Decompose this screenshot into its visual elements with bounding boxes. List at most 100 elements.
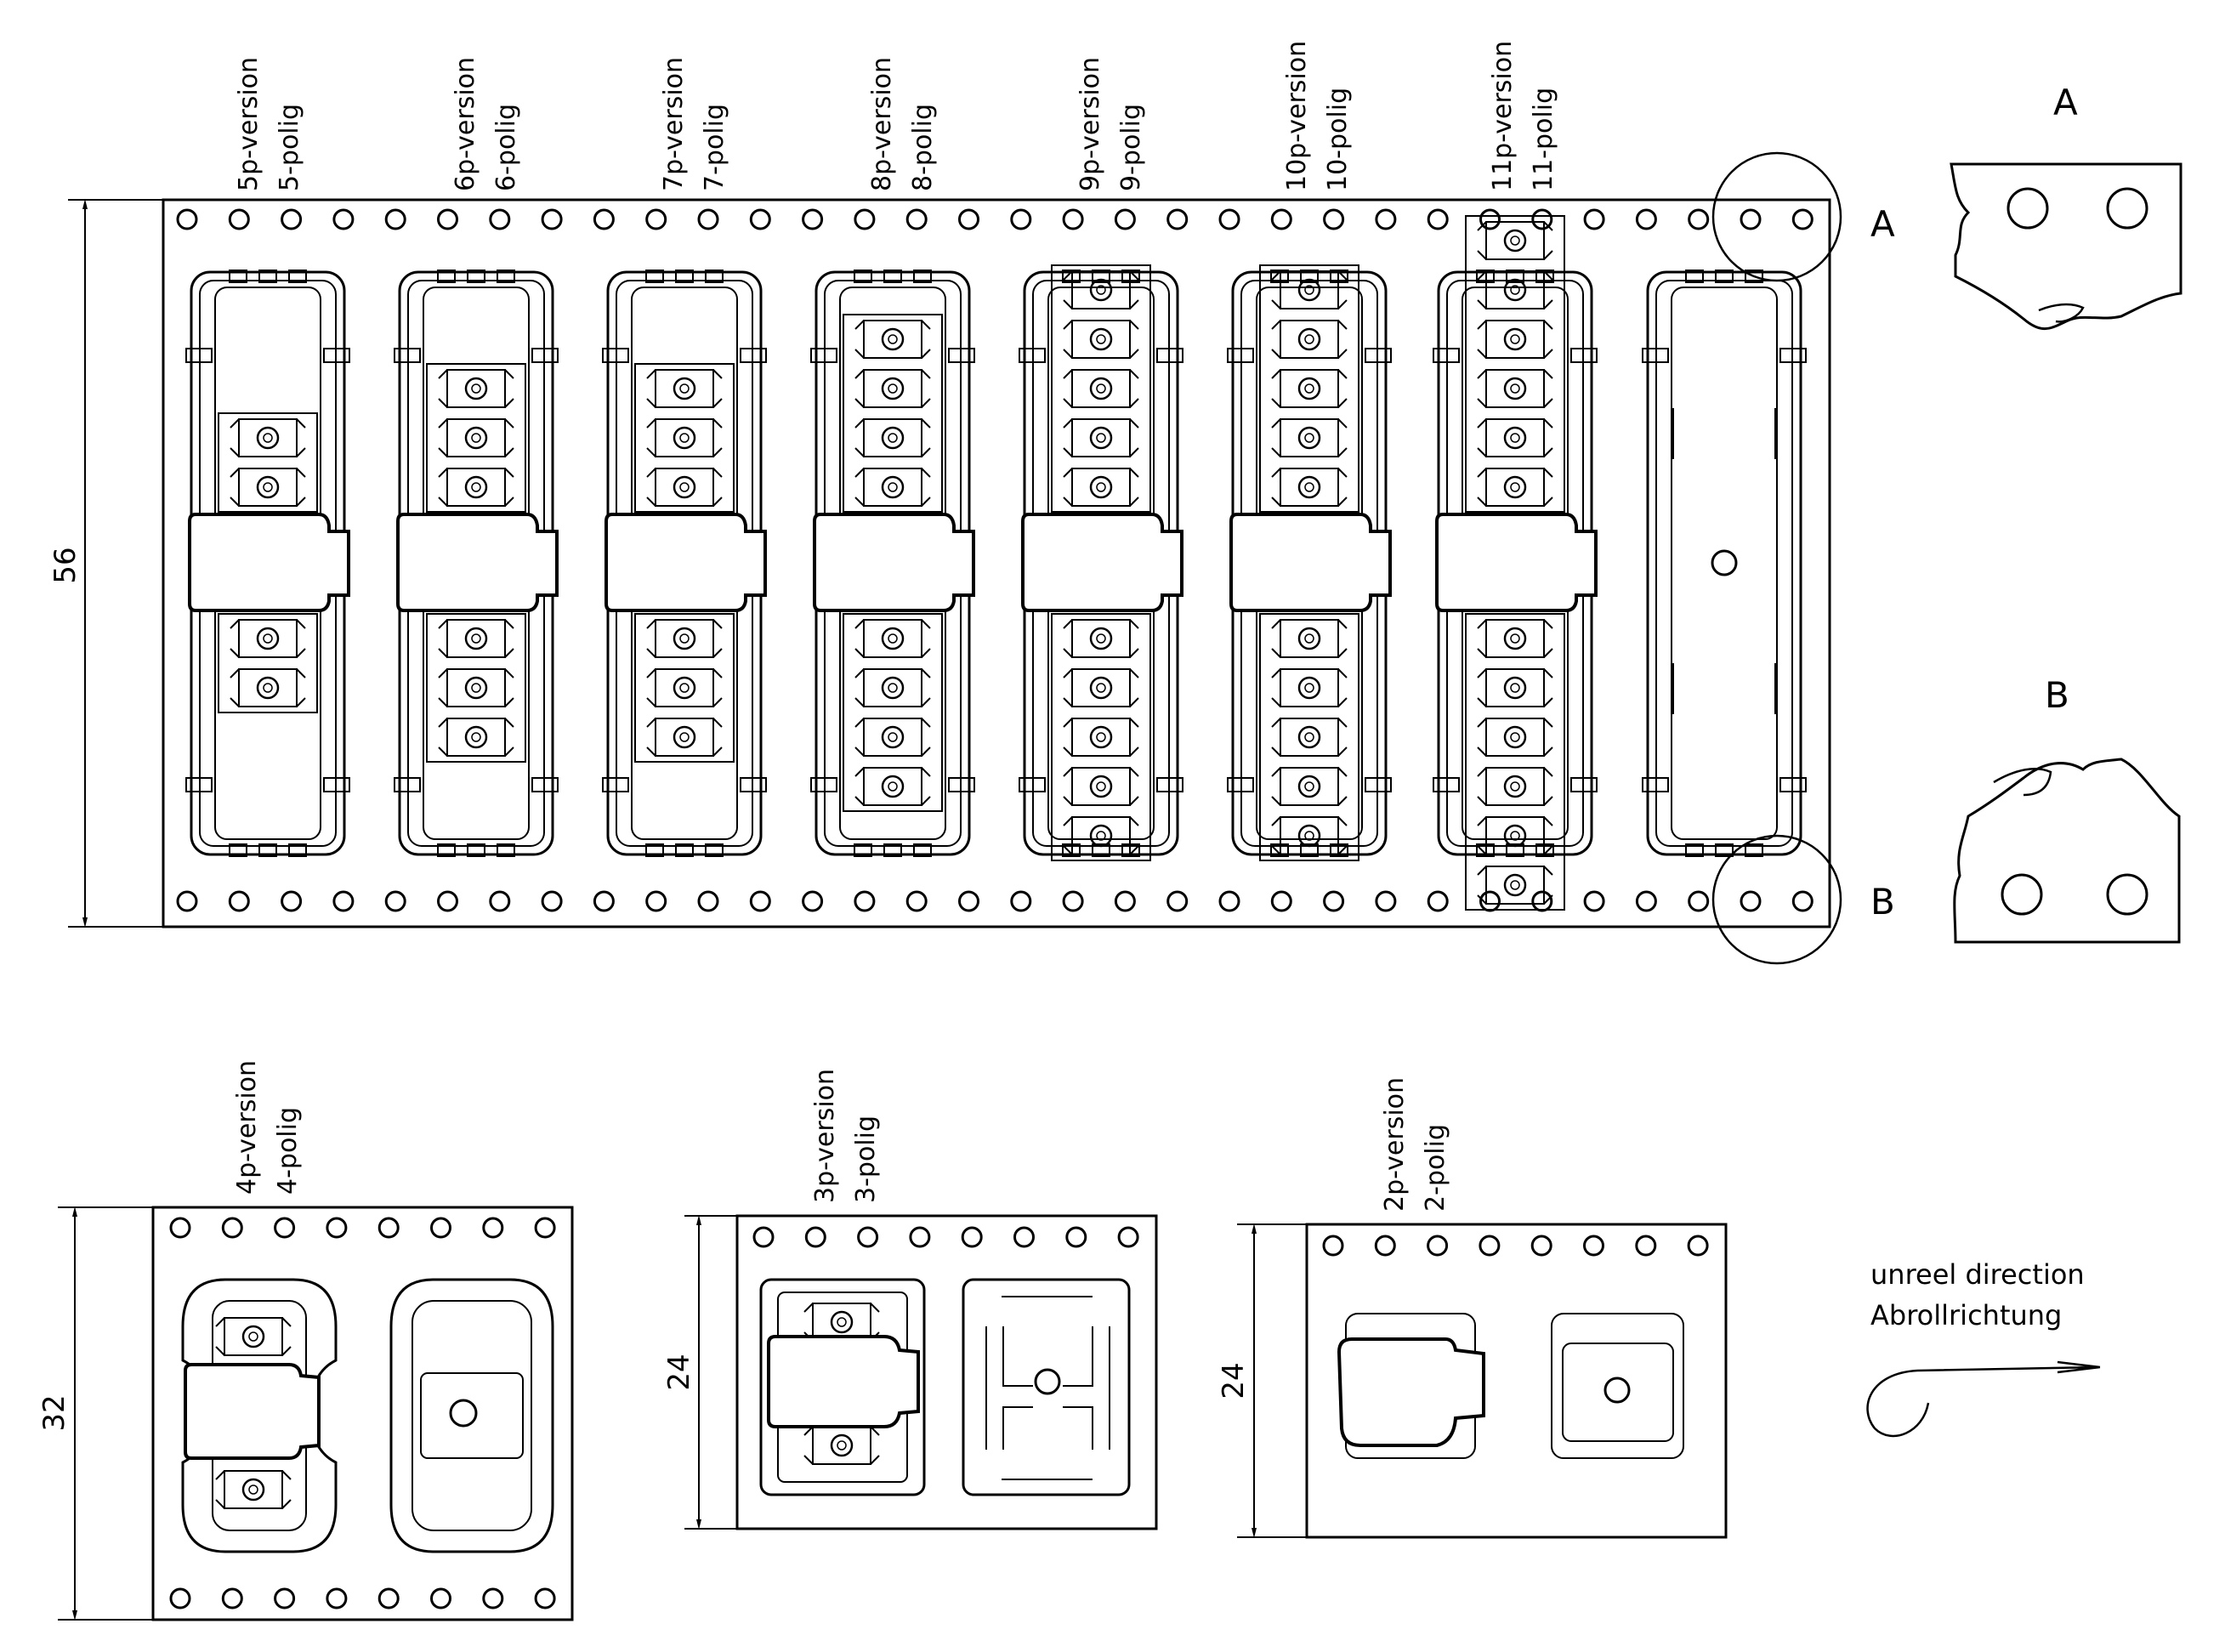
sprocket-hole — [326, 1217, 348, 1239]
version-label-3p-en: 3p-version — [810, 1069, 840, 1203]
sprocket-hole — [1740, 890, 1762, 912]
contact-pin — [1062, 667, 1140, 708]
connector-pocket — [1019, 264, 1183, 861]
sprocket-hole — [1635, 1235, 1657, 1257]
sprocket-hole — [1114, 208, 1136, 230]
contact-pin — [229, 417, 307, 458]
contact-pin — [854, 717, 932, 758]
version-label-6p: 6p-version 6-polig — [451, 57, 521, 191]
pocket-3p-ribs — [985, 1296, 1110, 1480]
sprocket-hole — [377, 1587, 400, 1609]
sprocket-hole — [1010, 890, 1032, 912]
pocket-tab — [883, 843, 902, 857]
contact-pin — [803, 1425, 881, 1466]
sprocket-hole — [802, 208, 824, 230]
pocket-3p-outer — [759, 1278, 926, 1496]
dimension-32-label: 32 — [37, 1394, 71, 1431]
connector-pocket — [1227, 264, 1392, 861]
connector-pocket — [602, 270, 767, 857]
housing-upper — [1051, 264, 1151, 513]
connector-pocket — [394, 270, 559, 857]
contact-pin — [645, 368, 724, 409]
label-tab — [1435, 513, 1598, 612]
sprocket-hole — [857, 1226, 879, 1248]
pocket-3p-empty-outer — [962, 1278, 1131, 1496]
version-label-en: 7p-version — [659, 57, 689, 191]
pocket-clip — [1433, 348, 1460, 363]
contact-pin — [1476, 815, 1554, 856]
label-tab — [604, 513, 767, 612]
pocket-clip — [185, 348, 213, 363]
contact-pin — [1062, 319, 1140, 360]
sprocket-hole — [384, 208, 406, 230]
housing-upper — [218, 412, 318, 513]
contact-pin — [229, 618, 307, 659]
tape-2p-pockets — [1337, 1313, 1684, 1459]
contact-pin — [1062, 815, 1140, 856]
marker-b-circle — [1711, 834, 1842, 965]
sprocket-hole — [752, 1226, 775, 1248]
version-label-en: 8p-version — [867, 57, 897, 191]
pocket-tab — [645, 843, 664, 857]
pocket-tab — [258, 270, 277, 283]
pocket-clip — [394, 348, 421, 363]
sprocket-hole — [1065, 1226, 1087, 1248]
sprocket-hole — [1791, 890, 1813, 912]
top-tape: 56 A B 5p-version 5-polig 6p-version 6-p… — [48, 41, 1895, 965]
sprocket-hole — [274, 1217, 296, 1239]
pocket-clip — [531, 348, 559, 363]
sprocket-hole — [281, 208, 303, 230]
pocket-tab — [258, 843, 277, 857]
pocket-clip — [1642, 777, 1669, 792]
tape-4p: 32 4p-version 4-polig — [37, 1060, 574, 1621]
pocket-tab — [913, 270, 932, 283]
contact-pin — [437, 368, 515, 409]
version-label-en: 6p-version — [451, 57, 480, 191]
pocket-tab — [1685, 843, 1704, 857]
version-label-de: 8-polig — [908, 104, 938, 191]
sprocket-hole — [1479, 1235, 1501, 1257]
sprocket-hole — [1427, 890, 1449, 912]
sprocket-hole — [1427, 208, 1449, 230]
pocket-clip — [1227, 777, 1254, 792]
pocket-clip — [948, 348, 975, 363]
pocket-clip — [1570, 348, 1598, 363]
sprocket-hole — [221, 1587, 243, 1609]
pocket-tab — [883, 270, 902, 283]
detail-a-hole-left — [2006, 187, 2049, 230]
detail-b: B — [1953, 674, 2181, 944]
contact-pin — [645, 618, 724, 659]
dimension-24-2p-label: 24 — [1217, 1362, 1251, 1399]
contact-pin — [1476, 618, 1554, 659]
version-label-2p-de: 2-polig — [1421, 1124, 1450, 1212]
tape-2p: 24 2p-version 2-polig — [1217, 1077, 1728, 1539]
sprocket-hole — [749, 208, 771, 230]
sprocket-hole — [1323, 208, 1345, 230]
detail-b-hole-left — [2001, 873, 2043, 916]
sprocket-hole — [1688, 890, 1710, 912]
contact-pin — [1476, 368, 1554, 409]
version-label-de: 6-polig — [491, 104, 521, 191]
sprocket-hole — [909, 1226, 931, 1248]
pocket-clip — [602, 777, 629, 792]
sprocket-hole — [593, 208, 615, 230]
contact-pin — [1476, 270, 1554, 310]
pocket-clip — [323, 348, 350, 363]
unreel-direction-de: Abrollrichtung — [1870, 1299, 2062, 1331]
sprocket-hole — [332, 890, 355, 912]
housing-lower — [634, 613, 735, 763]
sprocket-hole — [1218, 890, 1240, 912]
sprocket-hole — [534, 1587, 556, 1609]
sprocket-hole — [958, 208, 979, 230]
housing-lower — [1051, 613, 1151, 861]
sprocket-hole — [1166, 208, 1189, 230]
sprocket-hole — [854, 208, 876, 230]
housing-upper — [634, 363, 735, 513]
contact-pin — [1270, 717, 1348, 758]
contact-pin — [645, 467, 724, 508]
contact-pin — [1062, 766, 1140, 807]
tape-4p-pockets — [181, 1278, 554, 1553]
sprocket-hole — [1583, 1235, 1604, 1257]
pocket-4p-empty-inner — [412, 1300, 532, 1531]
sprocket-hole — [176, 208, 198, 230]
